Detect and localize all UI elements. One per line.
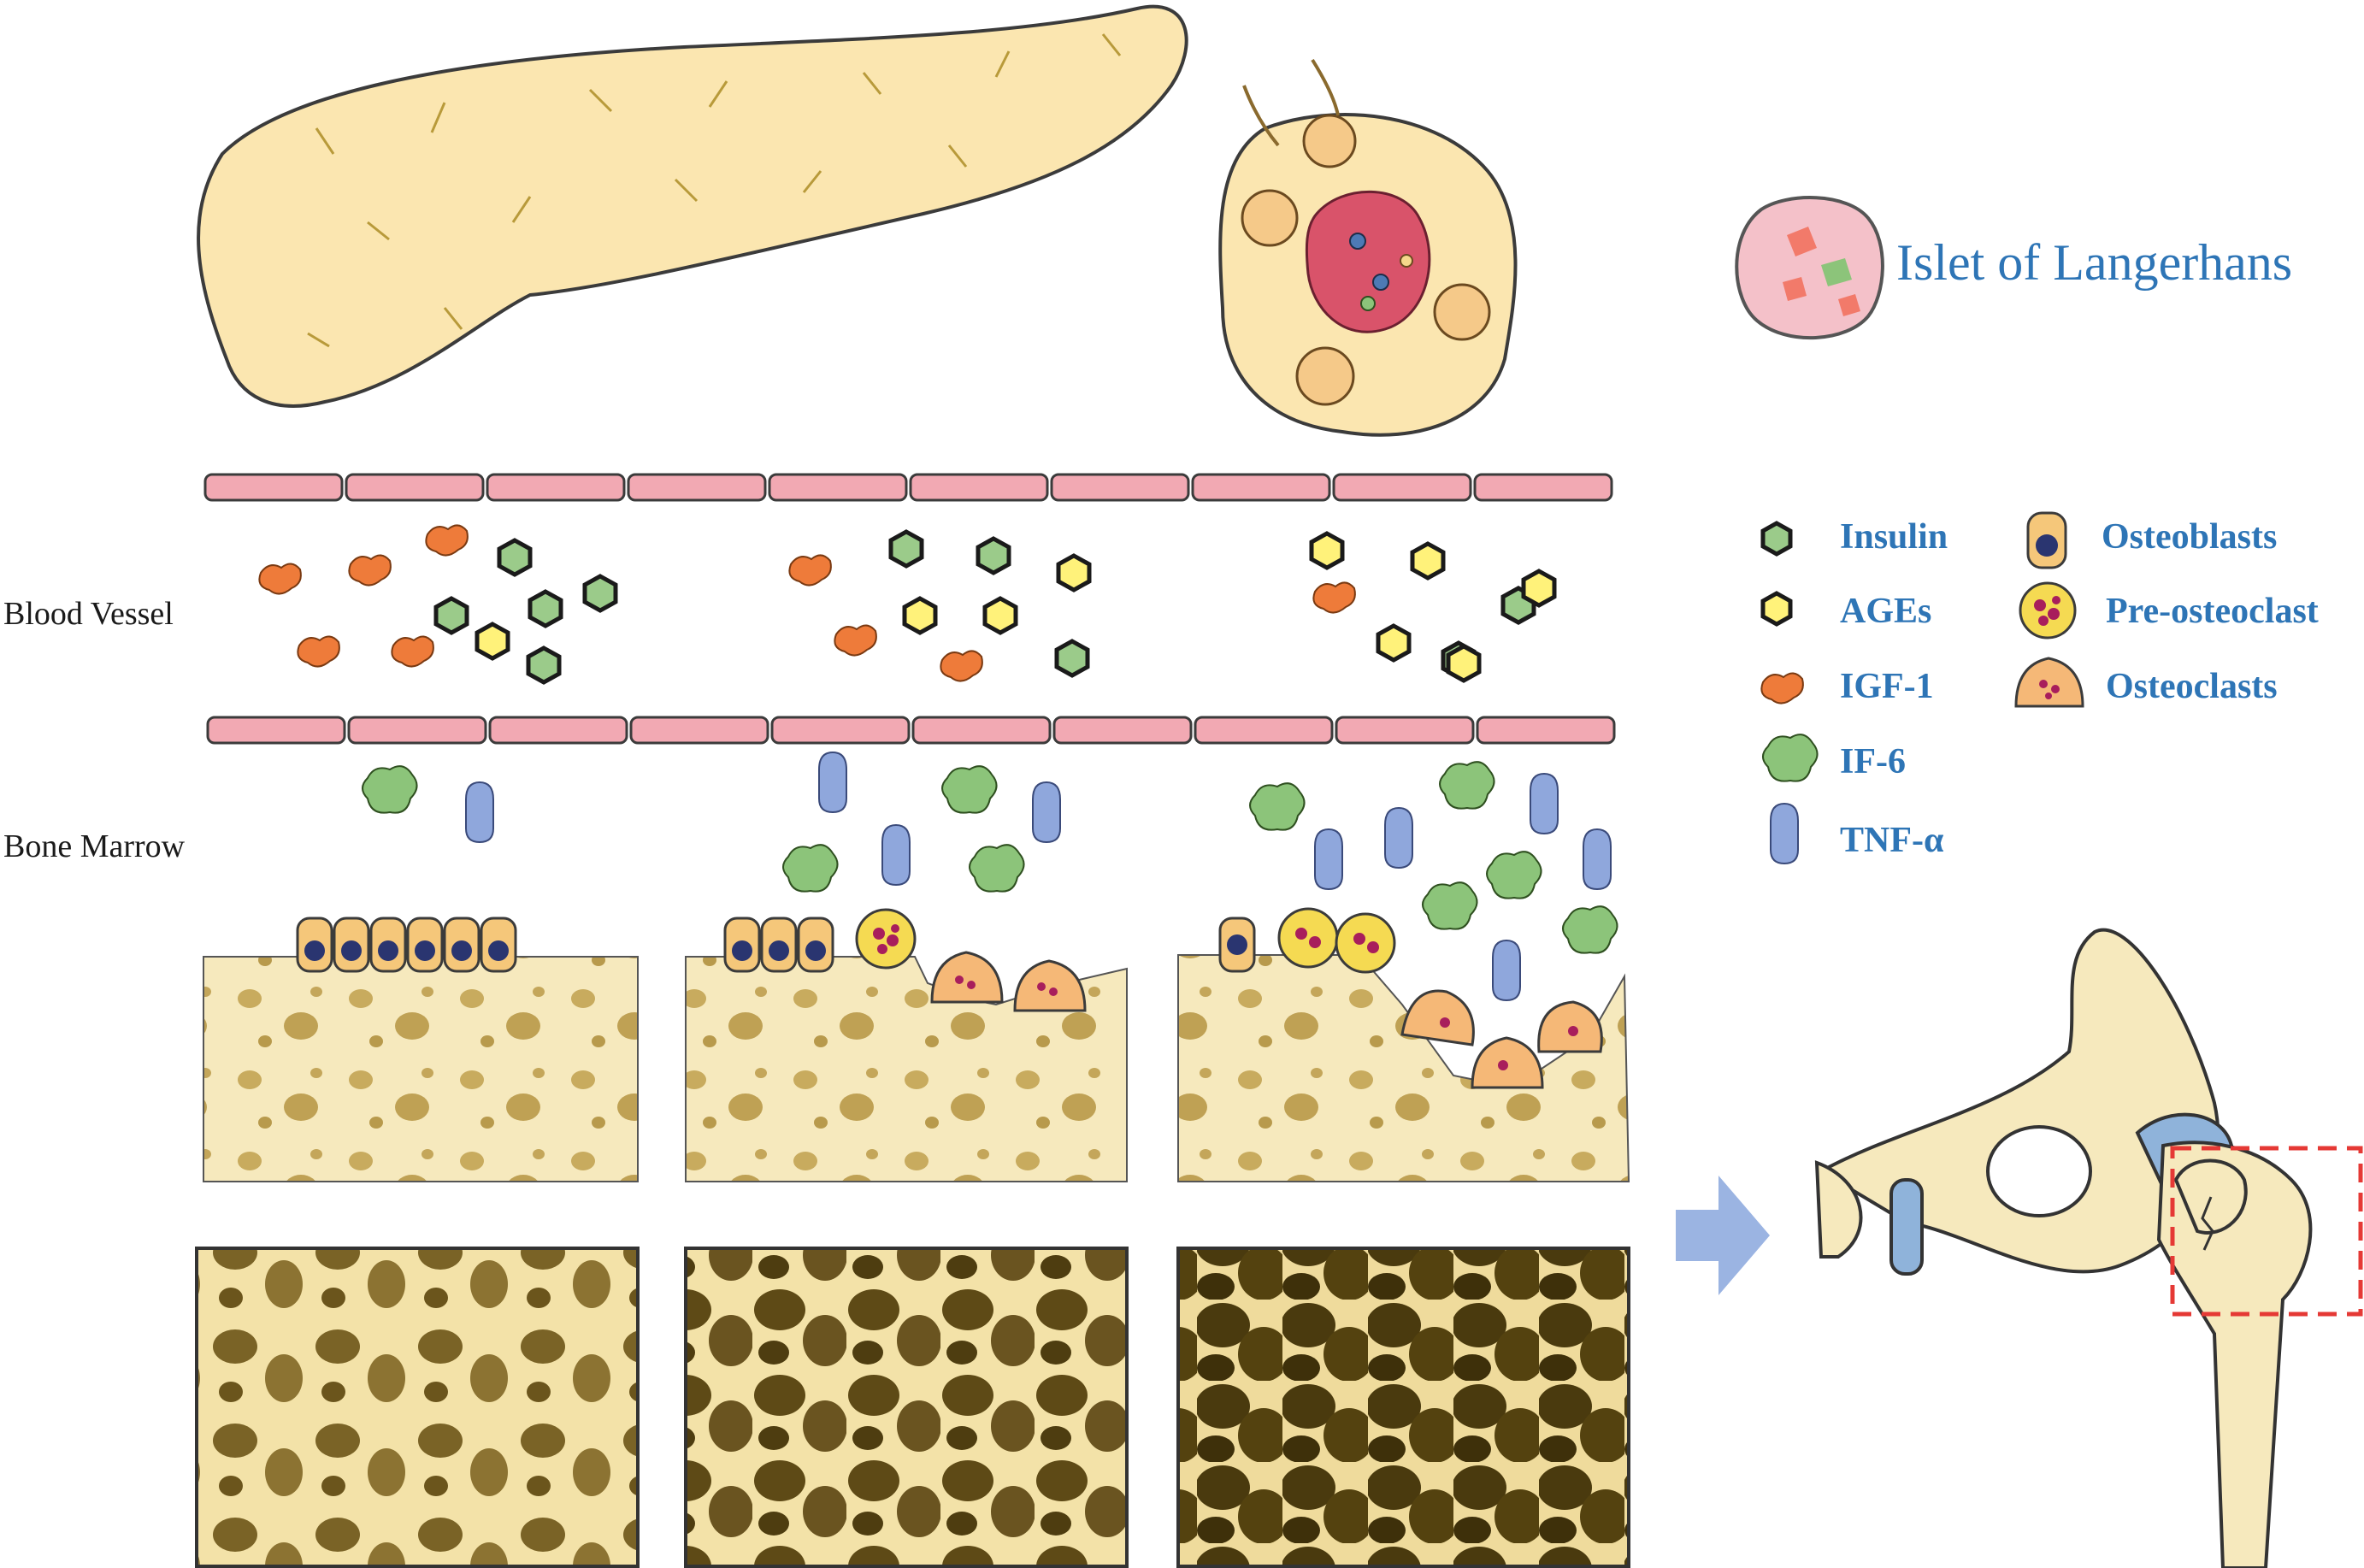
islet-title: Islet of Langerhans [1896, 234, 2292, 291]
tnf-legend-icon [1770, 802, 1799, 865]
legend-insulin: Insulin [1840, 517, 1948, 557]
legend-if6: IF-6 [1840, 742, 1906, 781]
pancreas [197, 4, 1188, 408]
pancreas-cross-section [1218, 58, 1518, 437]
islet-icon [1735, 196, 1884, 340]
fracture-highlight-box [2170, 1146, 2363, 1317]
trabecular-bone-normal [195, 1247, 640, 1568]
igf1-molecules [258, 524, 1356, 682]
if6-legend-icon [1762, 734, 1819, 782]
tnf-molecules [465, 751, 1612, 1002]
legend-preosteoclast: Pre-osteoclast [2106, 592, 2319, 631]
ages-molecules [475, 531, 1557, 683]
hip-joint-illustration [1814, 928, 2363, 1568]
legend-tnf: TNF-α [1840, 821, 1944, 860]
vessel-wall-bottom [206, 716, 1616, 745]
vessel-wall-top [203, 473, 1613, 502]
legend-osteoblasts: Osteoblasts [2102, 517, 2277, 557]
progression-arrow [1676, 1176, 1770, 1295]
trabecular-bone-moderate [684, 1247, 1129, 1568]
insulin-legend-icon [1760, 521, 1793, 557]
legend-igf1: IGF-1 [1840, 667, 1934, 706]
bone-surface-panel-2 [685, 908, 1128, 1182]
pancreas-lobule-lines [307, 33, 1122, 348]
bone-surface-panel-3 [1177, 907, 1630, 1182]
trabecular-bone-severe [1176, 1247, 1630, 1568]
blood-vessel-label: Blood Vessel [3, 596, 174, 632]
ages-legend-icon [1760, 591, 1793, 627]
bone-marrow-label: Bone Marrow [3, 828, 186, 864]
if6-molecules [362, 761, 1618, 954]
preosteoclast-legend-icon [2019, 581, 2077, 640]
osteoclast-legend-icon [2014, 657, 2084, 708]
osteoblast-legend-icon [2026, 511, 2067, 569]
bone-surface-panel-1 [203, 917, 639, 1182]
legend-osteoclasts: Osteoclasts [2106, 667, 2278, 706]
legend: Insulin AGEs IGF-1 IF-6 TNF-α Osteoblast… [1760, 511, 2319, 865]
legend-ages: AGEs [1840, 592, 1931, 631]
igf1-legend-icon [1760, 672, 1804, 704]
